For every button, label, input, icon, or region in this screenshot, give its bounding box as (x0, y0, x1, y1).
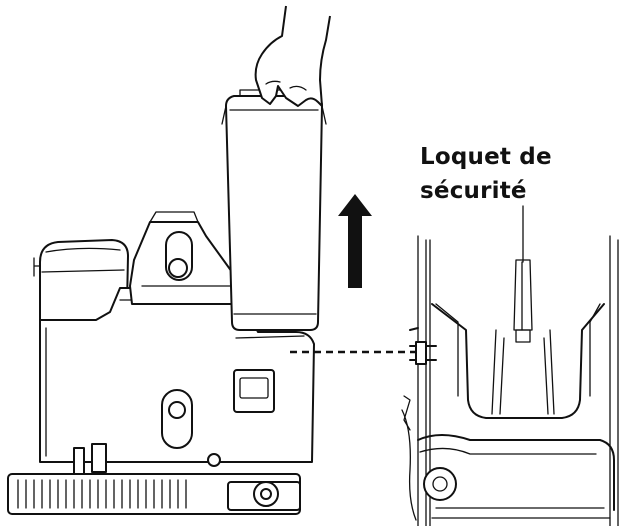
handle-socket (130, 212, 242, 304)
callout-line-1: Loquet de (420, 140, 620, 174)
up-arrow-icon (338, 194, 372, 288)
detail-view (402, 206, 618, 526)
hand-icon (256, 6, 330, 106)
latch-icon (492, 260, 554, 414)
callout-line-2: sécurité (420, 174, 620, 208)
safety-latch-callout: Loquet de sécurité (420, 140, 620, 208)
square-button (234, 370, 274, 412)
front-dial (162, 390, 192, 448)
lifted-tank (222, 90, 326, 330)
